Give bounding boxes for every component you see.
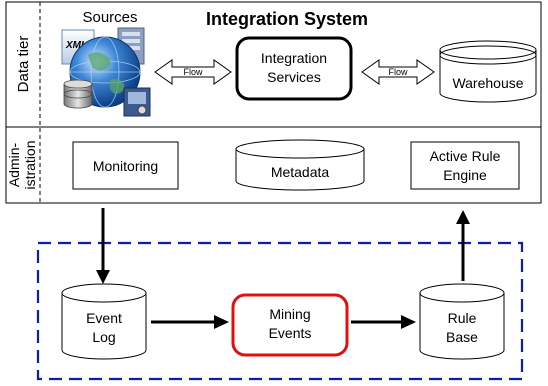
sources-label: Sources [82, 9, 137, 26]
flow-arrow-sources-to-integration: Flow [154, 59, 232, 85]
warehouse-label: Warehouse [452, 75, 523, 91]
arrow-rule-base-to-rule-engine [456, 210, 470, 281]
active-rule-engine-line2: Engine [443, 167, 487, 183]
active-rule-engine-box: Active Rule Engine [410, 141, 520, 190]
warehouse-cylinder: Warehouse [439, 40, 537, 103]
arrow-event-log-to-mining [151, 315, 229, 329]
data-tier-label: Data tier [15, 36, 32, 93]
integration-services-box: Integration Services [235, 36, 353, 101]
flow-label-1: Flow [183, 67, 203, 77]
mining-events-line1: Mining [269, 306, 310, 322]
administration-tier-label-line2: istration [22, 140, 38, 189]
event-log-line2: Log [92, 329, 115, 345]
integration-system-title: Integration System [206, 9, 368, 29]
sources-cluster: Sources XML [61, 9, 151, 117]
rule-base-line2: Base [446, 329, 478, 345]
flow-label-2: Flow [388, 67, 408, 77]
mining-events-box: Mining Events [231, 293, 349, 357]
xml-tag-label: XML [65, 40, 87, 51]
media-file-icon [123, 87, 151, 117]
mining-events-line2: Events [269, 325, 312, 341]
flow-arrow-integration-to-warehouse: Flow [361, 59, 435, 85]
event-log-cylinder: Event Log [61, 283, 147, 360]
monitoring-label: Monitoring [93, 158, 158, 174]
rule-base-cylinder: Rule Base [419, 283, 505, 360]
active-rule-engine-line1: Active Rule [430, 148, 501, 164]
arrow-mining-to-rule-base [351, 315, 416, 329]
tier-frame [5, 1, 542, 204]
integration-services-line2: Services [267, 69, 321, 85]
monitoring-box: Monitoring [72, 141, 179, 190]
database-stack-icon [63, 79, 93, 109]
integration-services-line1: Integration [261, 50, 327, 66]
mining-process-boundary [36, 241, 524, 381]
arrow-monitoring-to-event-log [96, 208, 110, 284]
event-log-line1: Event [86, 310, 122, 326]
metadata-label: Metadata [271, 164, 330, 180]
administration-tier-label-line1: Admin- [6, 142, 22, 187]
rule-base-line1: Rule [448, 310, 477, 326]
metadata-cylinder: Metadata [235, 139, 365, 191]
